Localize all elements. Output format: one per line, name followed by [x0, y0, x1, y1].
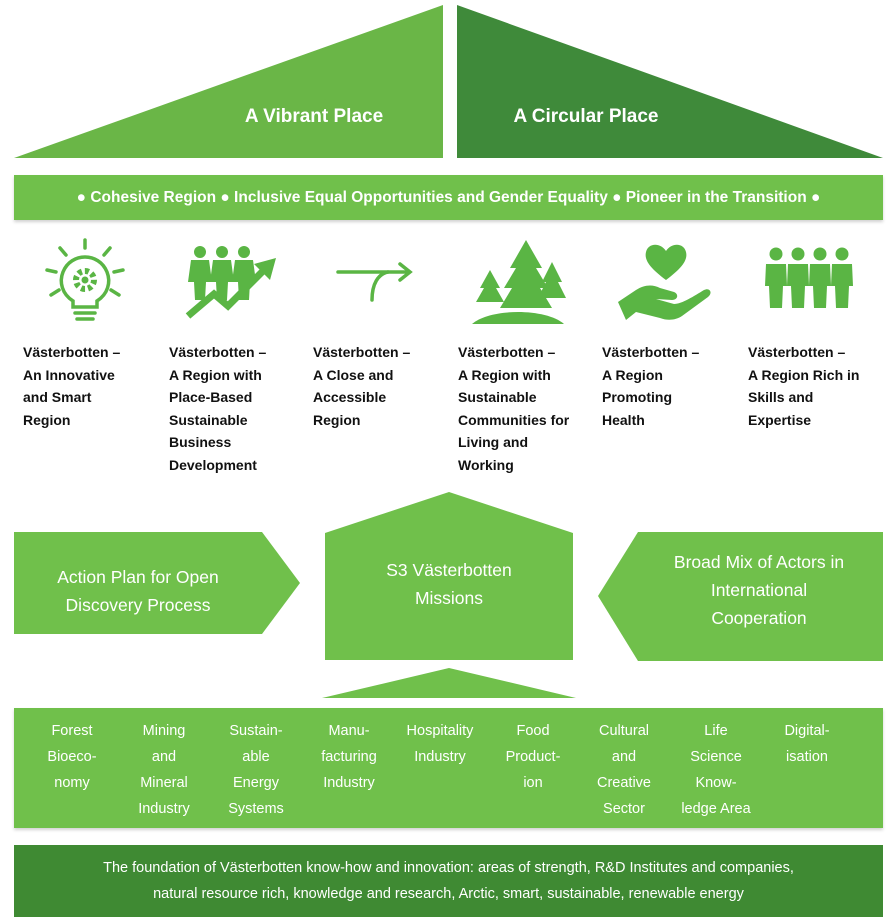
sector-digitalisation: Digital-isation	[784, 723, 830, 765]
roof-graphic	[14, 5, 883, 158]
circular-place-roof	[457, 5, 883, 158]
foundation-line-1: The foundation of Västerbotten know-how …	[103, 860, 794, 876]
lightbulb-gear-icon	[45, 238, 125, 321]
trees-icon	[472, 240, 566, 324]
sectors-roof	[322, 668, 576, 698]
people-group-icon	[765, 247, 853, 308]
missions-pentagon	[325, 492, 573, 660]
vibrant-place-label: A Vibrant Place	[244, 106, 384, 127]
middle-shapes	[14, 492, 883, 698]
foundation-line-2: natural resource rich, knowledge and res…	[153, 886, 744, 902]
action-plan-arrow	[14, 532, 300, 634]
values-banner: ● Cohesive Region ● Inclusive Equal Oppo…	[14, 175, 883, 220]
vibrant-place-roof	[14, 5, 443, 158]
circular-place-label: A Circular Place	[513, 106, 659, 127]
people-growth-arrow-icon	[185, 246, 276, 319]
foundation-bar: The foundation of Västerbotten know-how …	[14, 845, 883, 917]
curved-arrow-icon	[336, 262, 413, 302]
actors-arrow	[598, 532, 883, 661]
hand-heart-icon	[618, 244, 711, 320]
